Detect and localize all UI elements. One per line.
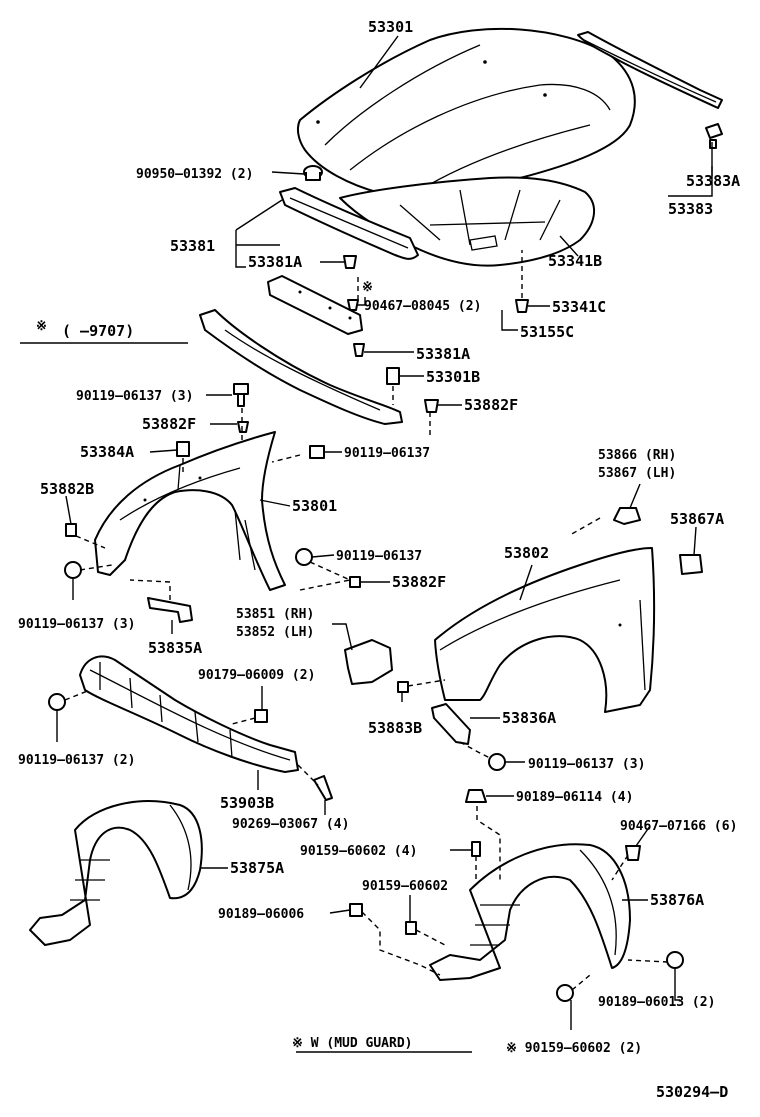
label-53341B: 53341B (548, 252, 602, 270)
clip-53383A (705, 123, 723, 149)
label-53882F-left: 53882F (142, 415, 196, 433)
label-53381A-lower: 53381A (416, 345, 470, 363)
clip-53867A (679, 554, 703, 575)
label-53852: 53852 (LH) (236, 625, 314, 640)
clip-90189-06114 (465, 789, 487, 803)
legend-note-range: ( –9707) (62, 322, 134, 340)
label-53876A: 53876A (650, 891, 704, 909)
bolt-90119-06137-middle (295, 548, 313, 566)
clip-90467-07166 (625, 845, 641, 861)
screw-90159-60602 (405, 921, 417, 935)
radiator-support-seal (199, 309, 403, 425)
liner-53876A (429, 843, 631, 981)
bolt-90119-06137-left (64, 561, 82, 579)
label-53381: 53381 (170, 237, 215, 255)
clip-53883B (397, 681, 409, 693)
label-53882B: 53882B (40, 480, 94, 498)
bolt-90119-06137-right (488, 753, 506, 771)
label-90467-08045: 90467–08045 (2) (364, 299, 481, 314)
part-labels: 53301 53383A 53383 90950–01392 (2) 53381… (18, 18, 740, 1101)
bracket-53155C (267, 275, 363, 335)
fender-53801 (94, 431, 286, 591)
label-90159-60602-4: 90159–60602 (4) (300, 844, 417, 859)
cushion-90950-01392 (303, 165, 323, 181)
label-90189-06006: 90189–06006 (218, 907, 304, 922)
label-90119-06137-3-top: 90119–06137 (3) (76, 389, 193, 404)
bracket-53836A (431, 703, 471, 745)
clip-90189-06013 (666, 951, 684, 969)
label-53155C: 53155C (520, 323, 574, 341)
hood-53301 (296, 27, 636, 196)
legend-mud-guard: ※ W (MUD GUARD) (292, 1036, 412, 1051)
bracket-53835A (147, 597, 193, 623)
label-90159-60602-2: ※ 90159–60602 (2) (506, 1041, 642, 1056)
label-90119-06137-b: 90119–06137 (336, 549, 422, 564)
bracket-53851 (344, 639, 393, 685)
label-53381A-upper: 53381A (248, 253, 302, 271)
clip-53341C (515, 299, 529, 313)
clip-53381A-lower (353, 343, 365, 357)
label-53836A: 53836A (502, 709, 556, 727)
bolt-90119-06137-top (233, 383, 249, 407)
assembly-dashed-lines (64, 250, 669, 991)
bolt-90119-06137-bumper (48, 693, 66, 711)
label-90119-06137-2: 90119–06137 (2) (18, 753, 135, 768)
label-53851: 53851 (RH) (236, 607, 314, 622)
label-90179-06009: 90179–06009 (2) (198, 668, 315, 683)
clip-90189-06006 (349, 903, 363, 917)
label-53802: 53802 (504, 544, 549, 562)
clip-53882B (65, 523, 77, 537)
bolt-90119-06137-fender (309, 445, 325, 459)
label-53301B: 53301B (426, 368, 480, 386)
fender-53802 (434, 547, 656, 713)
bracket-53866 (613, 507, 641, 525)
label-53882F-middle: 53882F (392, 573, 446, 591)
label-90159-60602: 90159–60602 (362, 879, 448, 894)
bumper-reinforcement-53903B (79, 655, 299, 773)
label-90950-01392: 90950–01392 (2) (136, 167, 253, 182)
label-53801: 53801 (292, 497, 337, 515)
leader-lines (20, 35, 713, 1053)
cushion-53301B (386, 367, 400, 385)
screw-90269-03067 (313, 775, 333, 801)
label-53383A: 53383A (686, 172, 740, 190)
weatherstrip-53383 (577, 31, 723, 109)
label-53882F-right: 53882F (464, 396, 518, 414)
hood-seal-53381 (279, 187, 419, 260)
label-53867A: 53867A (670, 510, 724, 528)
label-53903B: 53903B (220, 794, 274, 812)
label-53835A: 53835A (148, 639, 202, 657)
screw-90159-60602-2 (556, 984, 574, 1002)
label-90467-07166: 90467–07166 (6) (620, 819, 737, 834)
label-90119-06137-3-right: 90119–06137 (3) (528, 757, 645, 772)
label-53383: 53383 (668, 200, 713, 218)
label-53867: 53867 (LH) (598, 466, 676, 481)
diagram-code: 530294–D (656, 1083, 728, 1101)
note-mark-90467: ※ (362, 280, 373, 295)
label-53301: 53301 (368, 18, 413, 36)
clip-53882F-middle (349, 576, 361, 588)
screw-90159-60602-4 (471, 841, 481, 857)
clip-53882F-upper-left (237, 421, 249, 433)
label-53341C: 53341C (552, 298, 606, 316)
clip-53384A (176, 441, 190, 457)
legend-note-mark: ※ (36, 319, 47, 334)
label-90119-06137-a: 90119–06137 (344, 446, 430, 461)
clip-90467-08045 (347, 299, 359, 311)
liner-53875A (29, 800, 203, 946)
label-53384A: 53384A (80, 443, 134, 461)
label-90269-03067: 90269–03067 (4) (232, 817, 349, 832)
clip-53882F-upper-right (424, 399, 439, 413)
label-53875A: 53875A (230, 859, 284, 877)
label-90189-06013: 90189–06013 (2) (598, 995, 715, 1010)
label-90119-06137-3-left: 90119–06137 (3) (18, 617, 135, 632)
nut-90179-06009 (254, 709, 268, 723)
clip-53381A-upper (343, 255, 357, 269)
label-53883B: 53883B (368, 719, 422, 737)
label-53866: 53866 (RH) (598, 448, 676, 463)
label-90189-06114: 90189–06114 (4) (516, 790, 633, 805)
